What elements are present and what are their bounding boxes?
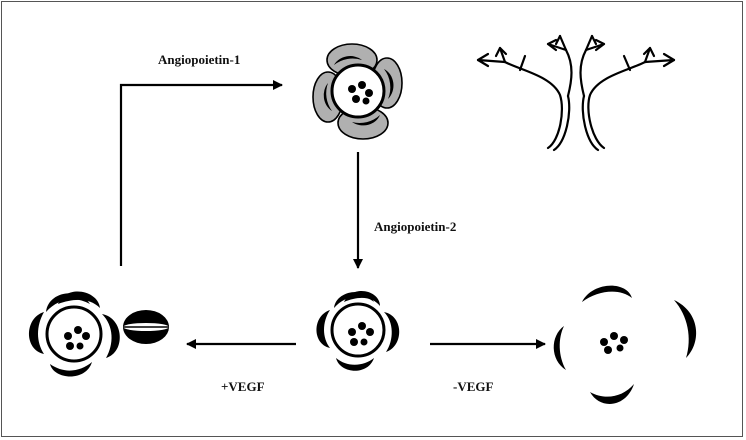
label-angiopoietin-1: Angiopoietin-1 <box>158 52 241 67</box>
flow-arrows <box>119 80 546 349</box>
label-minus-vegf: -VEGF <box>453 379 494 394</box>
sprouting-vessel <box>29 291 120 377</box>
label-plus-vegf: +VEGF <box>221 379 265 394</box>
arrow-to-stable-vessel <box>119 80 283 266</box>
destabilized-vessel <box>316 290 400 371</box>
stabilized-vessel <box>312 43 403 140</box>
detached-pericyte <box>123 310 169 344</box>
label-angiopoietin-2: Angiopoietin-2 <box>374 219 457 234</box>
regressing-vessel <box>553 285 697 404</box>
vascular-tree-icon <box>476 34 676 152</box>
